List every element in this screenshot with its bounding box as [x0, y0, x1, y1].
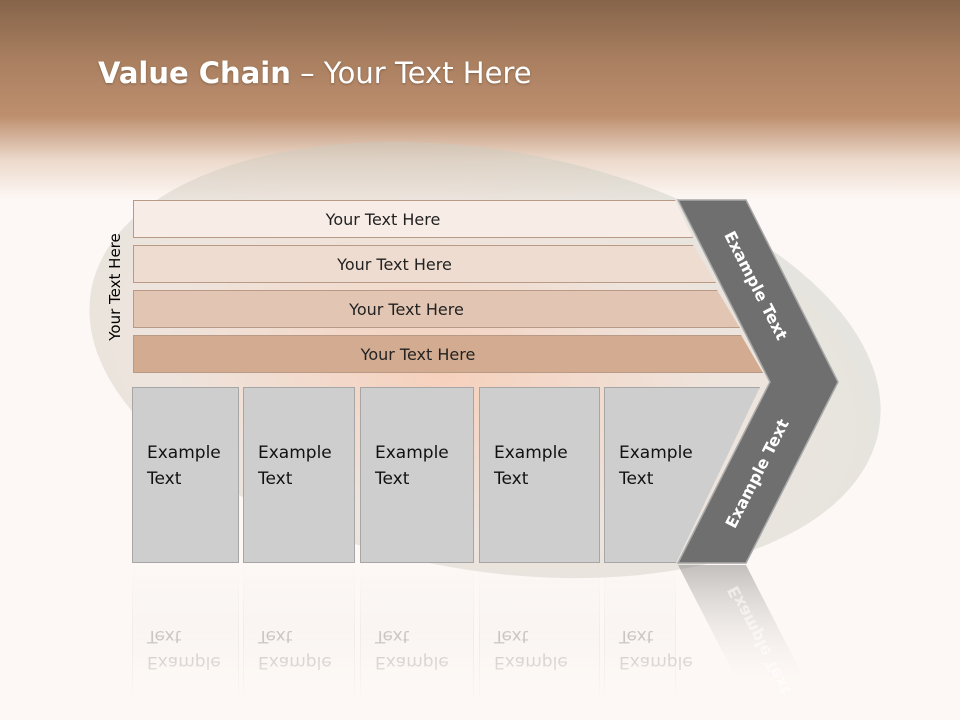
slide-title[interactable]: Value Chain – Your Text Here	[98, 53, 532, 93]
column-1-label: Example Text	[147, 443, 221, 489]
bar-4-label: Your Text Here	[360, 345, 476, 364]
column-4-label: Example Text	[494, 443, 568, 489]
reflection-column-1: Example Text	[132, 565, 239, 695]
title-bold: Value Chain	[98, 56, 291, 90]
reflection-column-3: Example Text	[360, 565, 474, 695]
bar-2-label: Your Text Here	[337, 255, 452, 274]
bar-4[interactable]: Your Text Here	[133, 335, 763, 373]
chevron-body[interactable]	[676, 199, 839, 564]
reflection-column-5: Example Text	[604, 565, 693, 695]
reflection-column-2: Example Text	[243, 565, 355, 695]
chevron-reflection	[678, 565, 810, 690]
column-3-label: Example Text	[375, 443, 449, 489]
column-3[interactable]: Example Text	[360, 387, 474, 563]
column-5-label: Example Text	[619, 443, 693, 489]
bar-3[interactable]: Your Text Here	[133, 290, 740, 328]
bar-2[interactable]: Your Text Here	[133, 245, 716, 283]
bar-3-label: Your Text Here	[349, 300, 464, 319]
columns-reflection: Example Text Example Text Example Text E…	[0, 565, 960, 695]
reflection-column-4: Example Text	[479, 565, 600, 695]
column-4[interactable]: Example Text	[479, 387, 600, 563]
header-band	[0, 0, 960, 200]
title-rest: – Your Text Here	[290, 56, 532, 90]
column-2[interactable]: Example Text	[243, 387, 355, 563]
column-2-label: Example Text	[258, 443, 332, 489]
bar-1-label: Your Text Here	[325, 210, 441, 229]
column-1[interactable]: Example Text	[132, 387, 239, 563]
